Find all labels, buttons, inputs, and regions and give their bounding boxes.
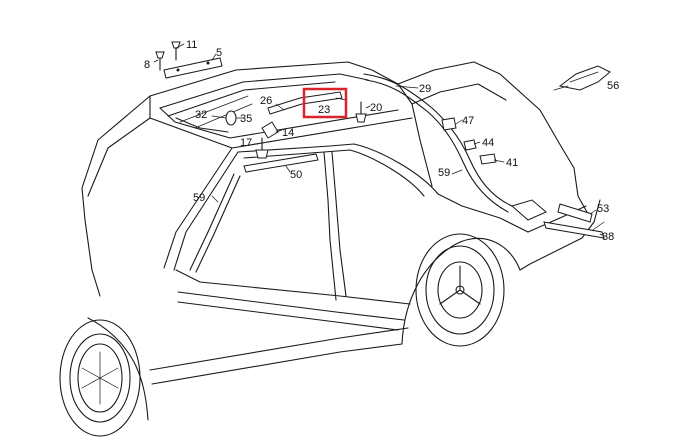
callout-44: 44 xyxy=(482,137,494,149)
callout-50: 50 xyxy=(290,169,302,181)
leader-lines xyxy=(153,43,605,237)
highlight-box-part-23 xyxy=(302,87,348,119)
callout-53: 53 xyxy=(597,203,609,215)
callout-56: 56 xyxy=(607,80,619,92)
part-59-hose-left[interactable] xyxy=(189,173,241,273)
callout-8: 8 xyxy=(144,59,150,71)
part-20-bolt[interactable] xyxy=(355,101,367,123)
callout-23: 23 xyxy=(318,104,330,116)
part-41-connector[interactable] xyxy=(479,153,497,165)
part-5-rail[interactable] xyxy=(163,57,223,79)
callout-14: 14 xyxy=(282,127,294,139)
part-8-screw[interactable] xyxy=(155,51,165,71)
callout-59-left: 59 xyxy=(193,192,205,204)
callout-26: 26 xyxy=(260,95,272,107)
callout-5: 5 xyxy=(216,47,222,59)
part-11-screw[interactable] xyxy=(171,41,181,61)
car-body xyxy=(59,61,605,437)
callout-59-right: 59 xyxy=(438,167,450,179)
callout-29: 29 xyxy=(419,83,431,95)
part-44-clip[interactable] xyxy=(463,139,477,151)
part-17-bolt[interactable] xyxy=(255,137,269,159)
callout-11: 11 xyxy=(186,39,197,51)
callout-35: 35 xyxy=(240,113,252,125)
part-53-valve[interactable] xyxy=(557,203,593,223)
callout-47: 47 xyxy=(462,115,474,127)
callout-17: 17 xyxy=(240,137,252,149)
part-14-bracket[interactable] xyxy=(261,121,279,139)
callout-20: 20 xyxy=(370,102,382,114)
part-35-clip[interactable] xyxy=(225,110,237,126)
part-47-grommet[interactable] xyxy=(441,117,457,131)
callout-38: 38 xyxy=(602,231,614,243)
callout-41: 41 xyxy=(506,157,518,169)
callout-32: 32 xyxy=(195,109,207,121)
part-29-hose[interactable] xyxy=(363,73,513,213)
part-56-clamp[interactable] xyxy=(558,65,611,91)
part-38-drain[interactable] xyxy=(510,199,605,239)
front-wheel xyxy=(59,319,141,437)
part-50-trim[interactable] xyxy=(243,153,319,173)
part-32-seal[interactable] xyxy=(175,117,229,133)
rear-wheel xyxy=(415,233,505,347)
callout-labels: 11 5 8 29 56 26 23 20 32 35 14 47 17 44 … xyxy=(144,39,619,243)
